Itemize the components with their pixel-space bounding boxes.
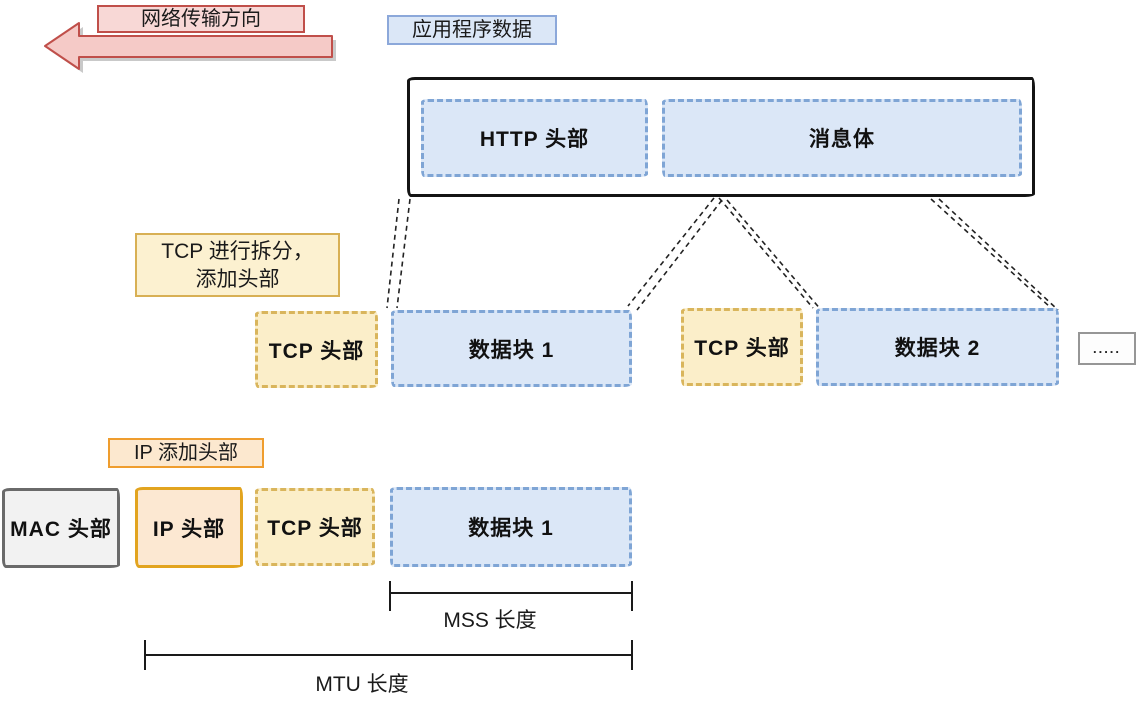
tcp-split-note: TCP 进行拆分， 添加头部 xyxy=(135,233,340,297)
ip-header-box: IP 头部 xyxy=(135,487,243,568)
direction-label: 网络传输方向 xyxy=(97,5,305,33)
mtu-length-label: MTU 长度 xyxy=(315,673,409,696)
data-block-2-box: 数据块 2 xyxy=(816,308,1059,386)
ip-add-header-note: IP 添加头部 xyxy=(108,438,264,468)
message-body-box: 消息体 xyxy=(662,99,1022,177)
mtu-measure-line xyxy=(144,640,633,670)
app-data-label: 应用程序数据 xyxy=(387,15,557,45)
mac-header-box: MAC 头部 xyxy=(2,488,120,568)
tcp-split-note-line1: TCP 进行拆分， xyxy=(161,240,314,263)
mss-measure-line xyxy=(389,581,633,611)
tcp-header-box-3: TCP 头部 xyxy=(255,488,375,566)
tcp-header-box-1: TCP 头部 xyxy=(255,311,378,388)
mss-length-label: MSS 长度 xyxy=(443,609,537,632)
tcp-header-box-2: TCP 头部 xyxy=(681,308,803,386)
tcp-split-note-line2: 添加头部 xyxy=(195,268,280,291)
direction-arrow-icon xyxy=(44,22,333,70)
split-connector-lines xyxy=(386,197,1059,312)
frame-data-block-box: 数据块 1 xyxy=(390,487,632,567)
http-header-box: HTTP 头部 xyxy=(421,99,648,177)
data-block-1-box: 数据块 1 xyxy=(391,310,632,387)
more-segments-box: ..... xyxy=(1078,332,1136,365)
